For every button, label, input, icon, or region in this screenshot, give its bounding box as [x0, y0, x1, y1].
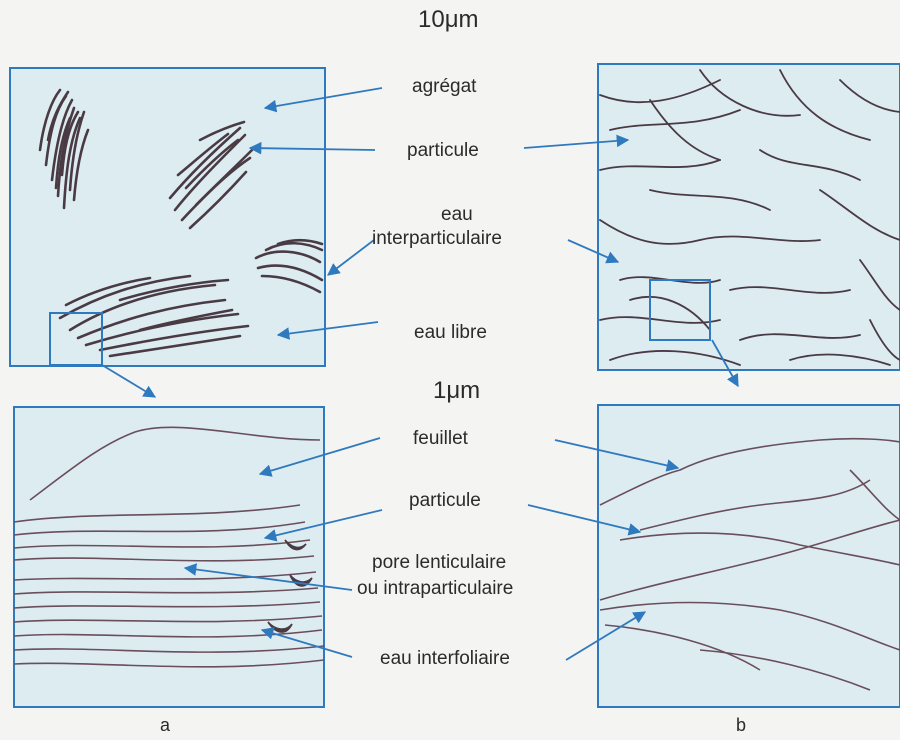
arrow-zoom-left [102, 365, 155, 397]
label-agregat: agrégat [412, 76, 476, 98]
label-pore-lenticulaire: pore lenticulaire [372, 552, 506, 574]
label-eau-interfoliaire: eau interfoliaire [380, 648, 510, 670]
label-eau-libre: eau libre [414, 322, 487, 344]
scale-label-bottom: 1μm [433, 380, 480, 402]
panel-a-bottom [14, 407, 324, 707]
scale-label-top: 10μm [418, 9, 479, 31]
panel-letter-a: a [160, 714, 170, 736]
label-eau: eau [441, 204, 473, 226]
label-feuillet: feuillet [413, 428, 468, 450]
label-interparticulaire: interparticulaire [372, 228, 502, 250]
arrow-eau-interparticulaire-left [328, 240, 374, 275]
panel-b-top [598, 64, 900, 370]
label-particule-bottom: particule [409, 490, 481, 512]
label-intraparticulaire: ou intraparticulaire [357, 578, 513, 600]
label-particule-top: particule [407, 140, 479, 162]
panel-letter-b: b [736, 714, 746, 736]
